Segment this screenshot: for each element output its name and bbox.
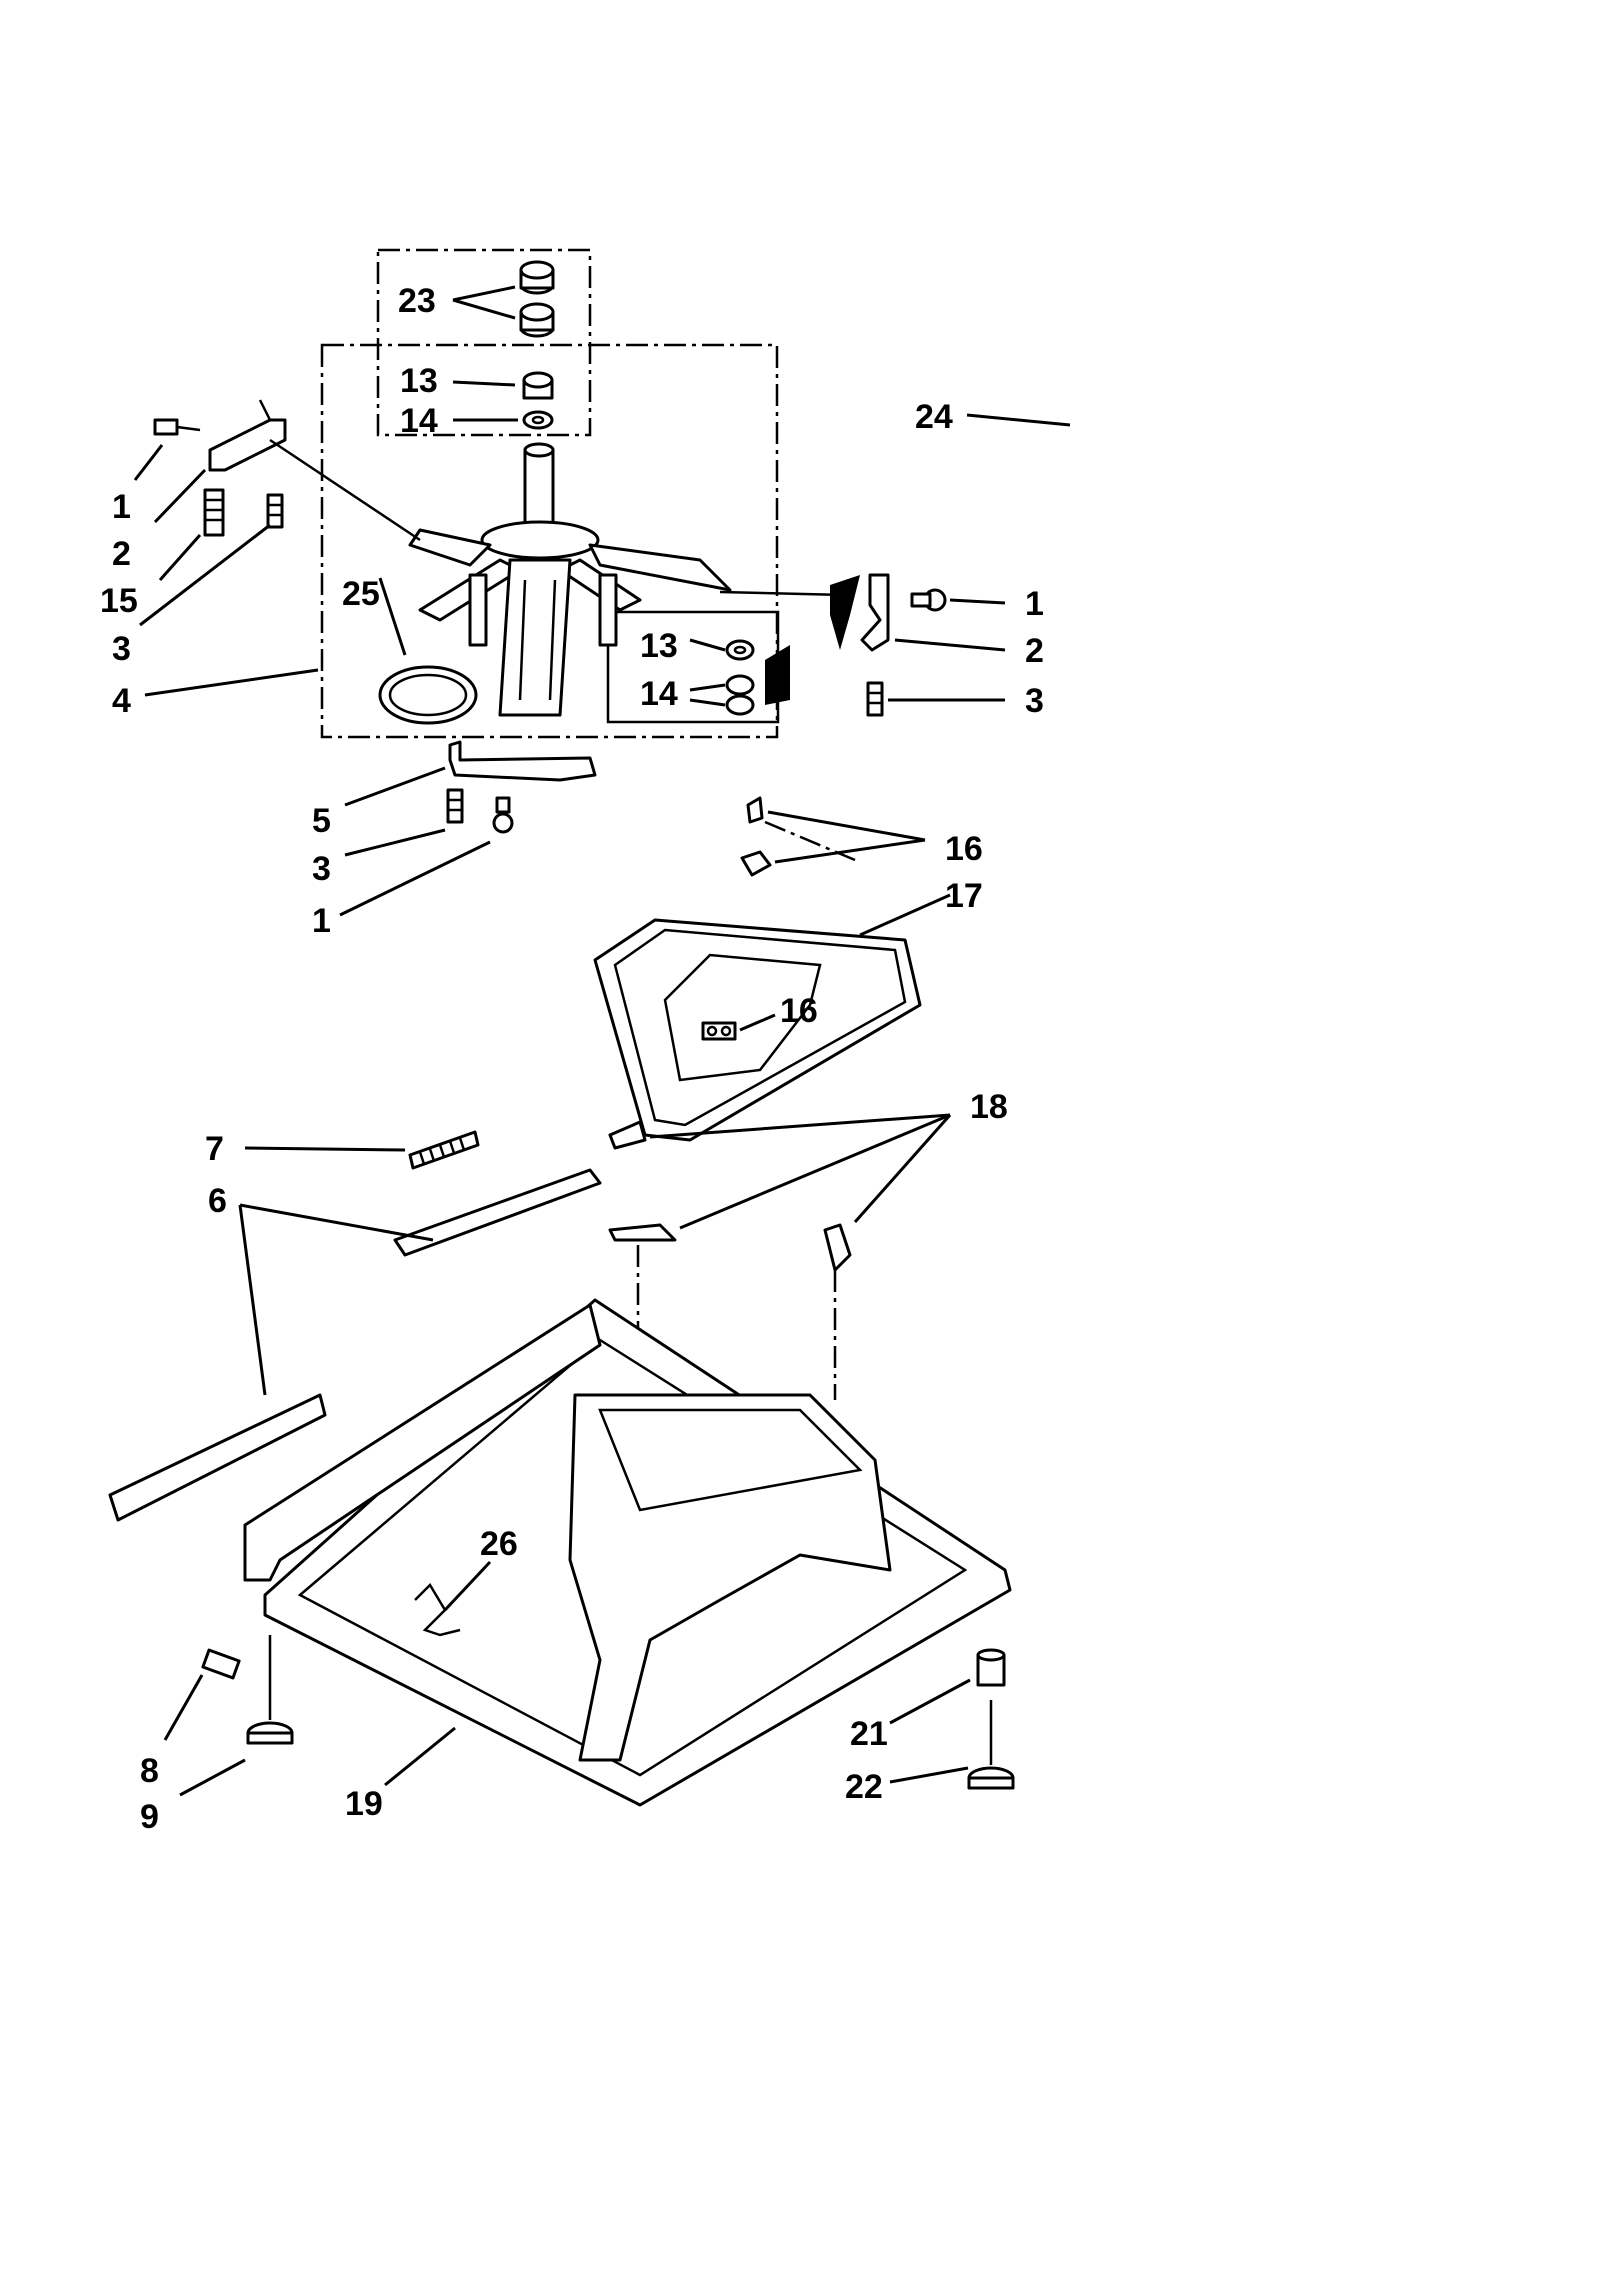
leveling-leg-22 bbox=[967, 1700, 1015, 1790]
callout-23: 23 bbox=[398, 282, 436, 320]
callout-25: 25 bbox=[342, 575, 380, 613]
top-bushing-kit-box bbox=[376, 248, 592, 437]
callout-6: 6 bbox=[208, 1182, 227, 1220]
callout-2-right: 2 bbox=[1025, 632, 1044, 670]
callout-24: 24 bbox=[915, 398, 953, 436]
clip-16-b bbox=[740, 850, 772, 877]
bracket-2-right bbox=[860, 573, 890, 652]
callout-3-right: 3 bbox=[1025, 682, 1044, 720]
bolt-1-lower bbox=[492, 796, 514, 834]
bolt-1-left bbox=[153, 418, 201, 436]
spring-3-lower bbox=[446, 788, 464, 824]
bushing-13-top bbox=[522, 371, 554, 400]
spring-7 bbox=[408, 1130, 480, 1170]
bolt-1-right bbox=[910, 588, 947, 612]
callout-15: 15 bbox=[100, 582, 138, 620]
leveling-leg-9 bbox=[246, 1635, 294, 1745]
callout-2: 2 bbox=[112, 535, 131, 573]
callout-9: 9 bbox=[140, 1798, 159, 1836]
callout-14-side: 14 bbox=[640, 675, 678, 713]
spring-15 bbox=[203, 488, 225, 537]
clip-18-a bbox=[608, 1120, 647, 1150]
callout-17: 17 bbox=[945, 877, 983, 915]
bracket-black-right bbox=[830, 575, 860, 650]
callout-1-lower: 1 bbox=[312, 902, 331, 940]
callout-16-lower: 16 bbox=[780, 992, 818, 1030]
callout-4: 4 bbox=[112, 682, 131, 720]
cabinet-frame-17 bbox=[593, 918, 922, 1142]
callout-16: 16 bbox=[945, 830, 983, 868]
strap-6-lower bbox=[108, 1393, 327, 1522]
leader-lines bbox=[133, 285, 1071, 1797]
callout-3-lower: 3 bbox=[312, 850, 331, 888]
clip-18-b bbox=[608, 1223, 677, 1242]
ring-25 bbox=[378, 665, 478, 725]
callout-1-right: 1 bbox=[1025, 585, 1044, 623]
clip-18-c bbox=[823, 1223, 852, 1272]
callout-18: 18 bbox=[970, 1088, 1008, 1126]
bushing-23-upper bbox=[519, 260, 555, 295]
bracket-wedge bbox=[765, 645, 790, 705]
callout-8: 8 bbox=[140, 1752, 159, 1790]
callout-19: 19 bbox=[345, 1785, 383, 1823]
bushing-13-side bbox=[725, 639, 755, 661]
clip-26 bbox=[414, 1582, 461, 1637]
bracket-5 bbox=[448, 740, 597, 782]
clip-16-a bbox=[746, 796, 764, 824]
suspension-base-casting bbox=[408, 442, 732, 717]
washer-14-top bbox=[522, 410, 554, 430]
spring-3-left bbox=[266, 493, 284, 529]
callout-13: 13 bbox=[400, 362, 438, 400]
suspension-kit-box bbox=[320, 343, 779, 739]
callout-13-side: 13 bbox=[640, 627, 678, 665]
callout-14: 14 bbox=[400, 402, 438, 440]
callout-22: 22 bbox=[845, 1768, 883, 1806]
bushing-23-lower bbox=[519, 302, 555, 338]
callout-7: 7 bbox=[205, 1130, 224, 1168]
callout-3: 3 bbox=[112, 630, 131, 668]
callouts: 23 13 14 24 1 2 15 3 25 4 13 14 1 2 3 5 … bbox=[100, 282, 1044, 1836]
base-frame-19 bbox=[243, 1298, 1012, 1807]
callout-5: 5 bbox=[312, 802, 331, 840]
bracket-2-left bbox=[208, 418, 287, 472]
pin-8 bbox=[201, 1648, 241, 1680]
spring-3-right bbox=[866, 681, 884, 717]
washer-14-side bbox=[725, 674, 755, 716]
strap-6-upper bbox=[393, 1168, 602, 1257]
callout-21: 21 bbox=[850, 1715, 888, 1753]
callout-1: 1 bbox=[112, 488, 131, 526]
bushing-21 bbox=[976, 1648, 1006, 1687]
callout-26: 26 bbox=[480, 1525, 518, 1563]
